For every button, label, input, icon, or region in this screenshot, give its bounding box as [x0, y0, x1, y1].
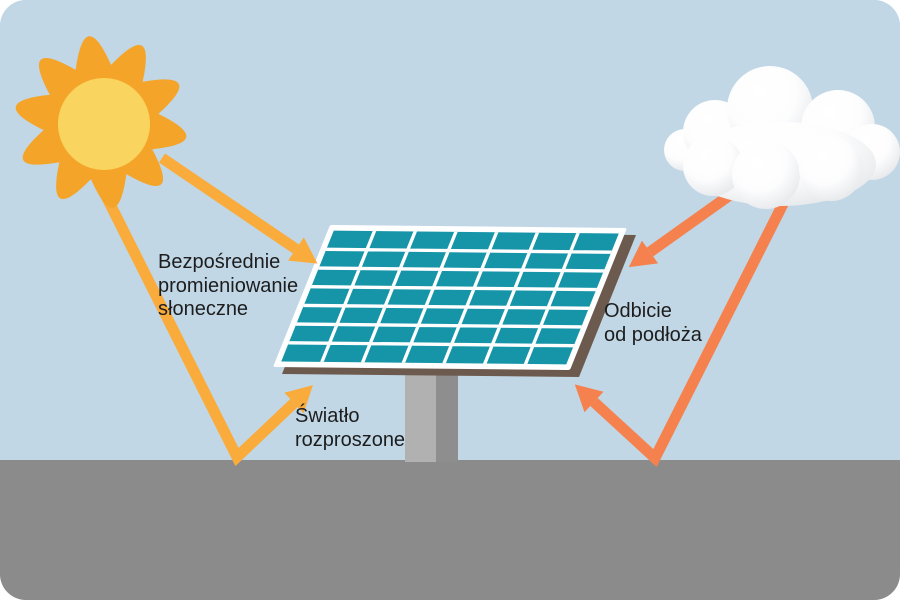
ground-reflection-arrow-shaft [590, 193, 792, 467]
label-direct-radiation: Bezpośrednie promieniowanie słoneczne [158, 251, 299, 320]
panel-pole-shaded-face [436, 372, 458, 462]
ground [0, 460, 900, 600]
direct-radiation-arrowhead-icon [288, 237, 318, 264]
sun-core [58, 78, 150, 170]
panel-cells [281, 230, 619, 365]
direct-radiation-arrow-shaft [158, 153, 300, 254]
ground-reflection-arrowhead-icon [574, 384, 604, 413]
solar-panel [273, 225, 636, 377]
panel-grid [288, 231, 612, 364]
direct-radiation-arrow [158, 153, 318, 264]
scattered-light-arrowhead-icon [284, 385, 313, 414]
scattered-light-arrow [99, 189, 313, 467]
sun-icon [15, 36, 187, 208]
panel-pole [405, 372, 458, 462]
ground-reflection-arrow [574, 193, 792, 467]
cloud-icon [664, 66, 900, 209]
scattered-light-arrow-shaft [99, 189, 298, 467]
label-scattered-light: Światło rozproszone [295, 405, 406, 451]
cloud-to-panel-arrowhead-icon [628, 240, 659, 268]
cloud-to-panel-arrow-shaft [646, 185, 741, 257]
label-ground-reflection: Odbicie od podłoża [604, 300, 702, 346]
cloud-to-panel-arrow [628, 185, 741, 268]
